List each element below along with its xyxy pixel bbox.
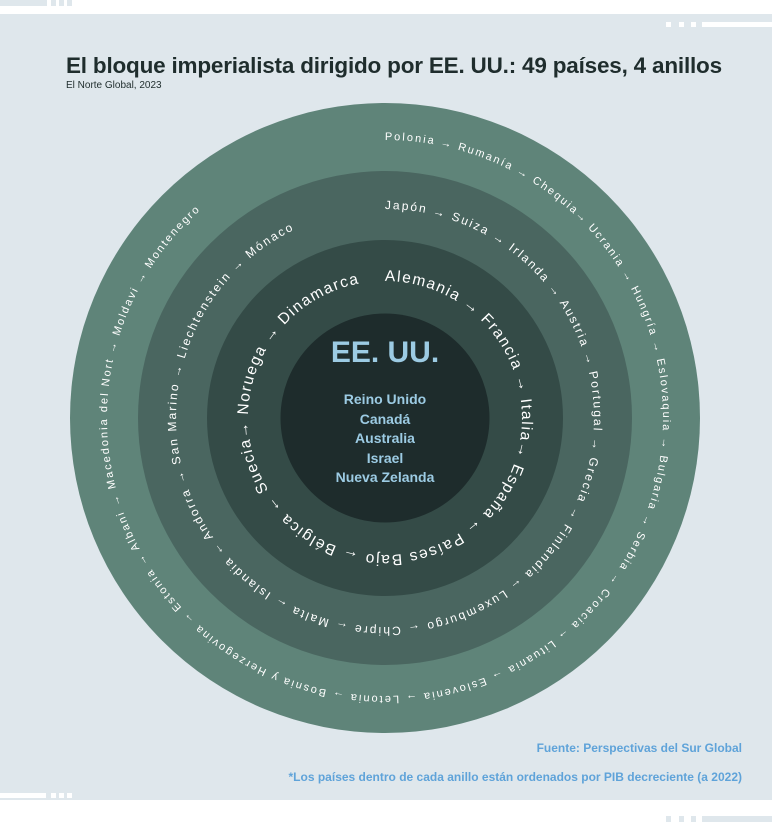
decor-dot-top-left-2 — [59, 0, 64, 6]
decor-dot-top-left-1 — [51, 0, 56, 6]
decor-dot-top-right-2 — [679, 22, 684, 27]
source-note: Fuente: Perspectivas del Sur Global — [536, 741, 742, 755]
decor-bar-top-right — [702, 22, 772, 27]
footnote: *Los países dentro de cada anillo están … — [288, 770, 742, 784]
decor-dot-top-left-3 — [67, 0, 72, 6]
decor-bar-top-left — [0, 0, 47, 6]
decor-dot-top-right-3 — [691, 22, 696, 27]
decor-dot-bottom-right-3 — [691, 816, 696, 822]
core-title: EE. UU. — [331, 336, 439, 369]
chart-title: El bloque imperialista dirigido por EE. … — [66, 53, 722, 78]
ring-core — [280, 313, 490, 523]
chart-subtitle: El Norte Global, 2023 — [66, 80, 162, 91]
decor-dot-bottom-right-1 — [666, 816, 671, 822]
decor-dot-bottom-left-1 — [51, 793, 56, 798]
decor-bar-bottom-right — [702, 816, 772, 822]
core-country: Canadá — [360, 411, 411, 427]
decor-dot-top-right-1 — [666, 22, 671, 27]
decor-dot-bottom-right-2 — [679, 816, 684, 822]
core-country: Nueva Zelanda — [336, 469, 435, 485]
core-country: Reino Unido — [344, 391, 426, 407]
decor-dot-bottom-left-2 — [59, 793, 64, 798]
decor-bar-bottom-left — [0, 793, 46, 798]
core-country: Israel — [367, 450, 404, 466]
core-country: Australia — [355, 430, 415, 446]
decor-dot-bottom-left-3 — [67, 793, 72, 798]
